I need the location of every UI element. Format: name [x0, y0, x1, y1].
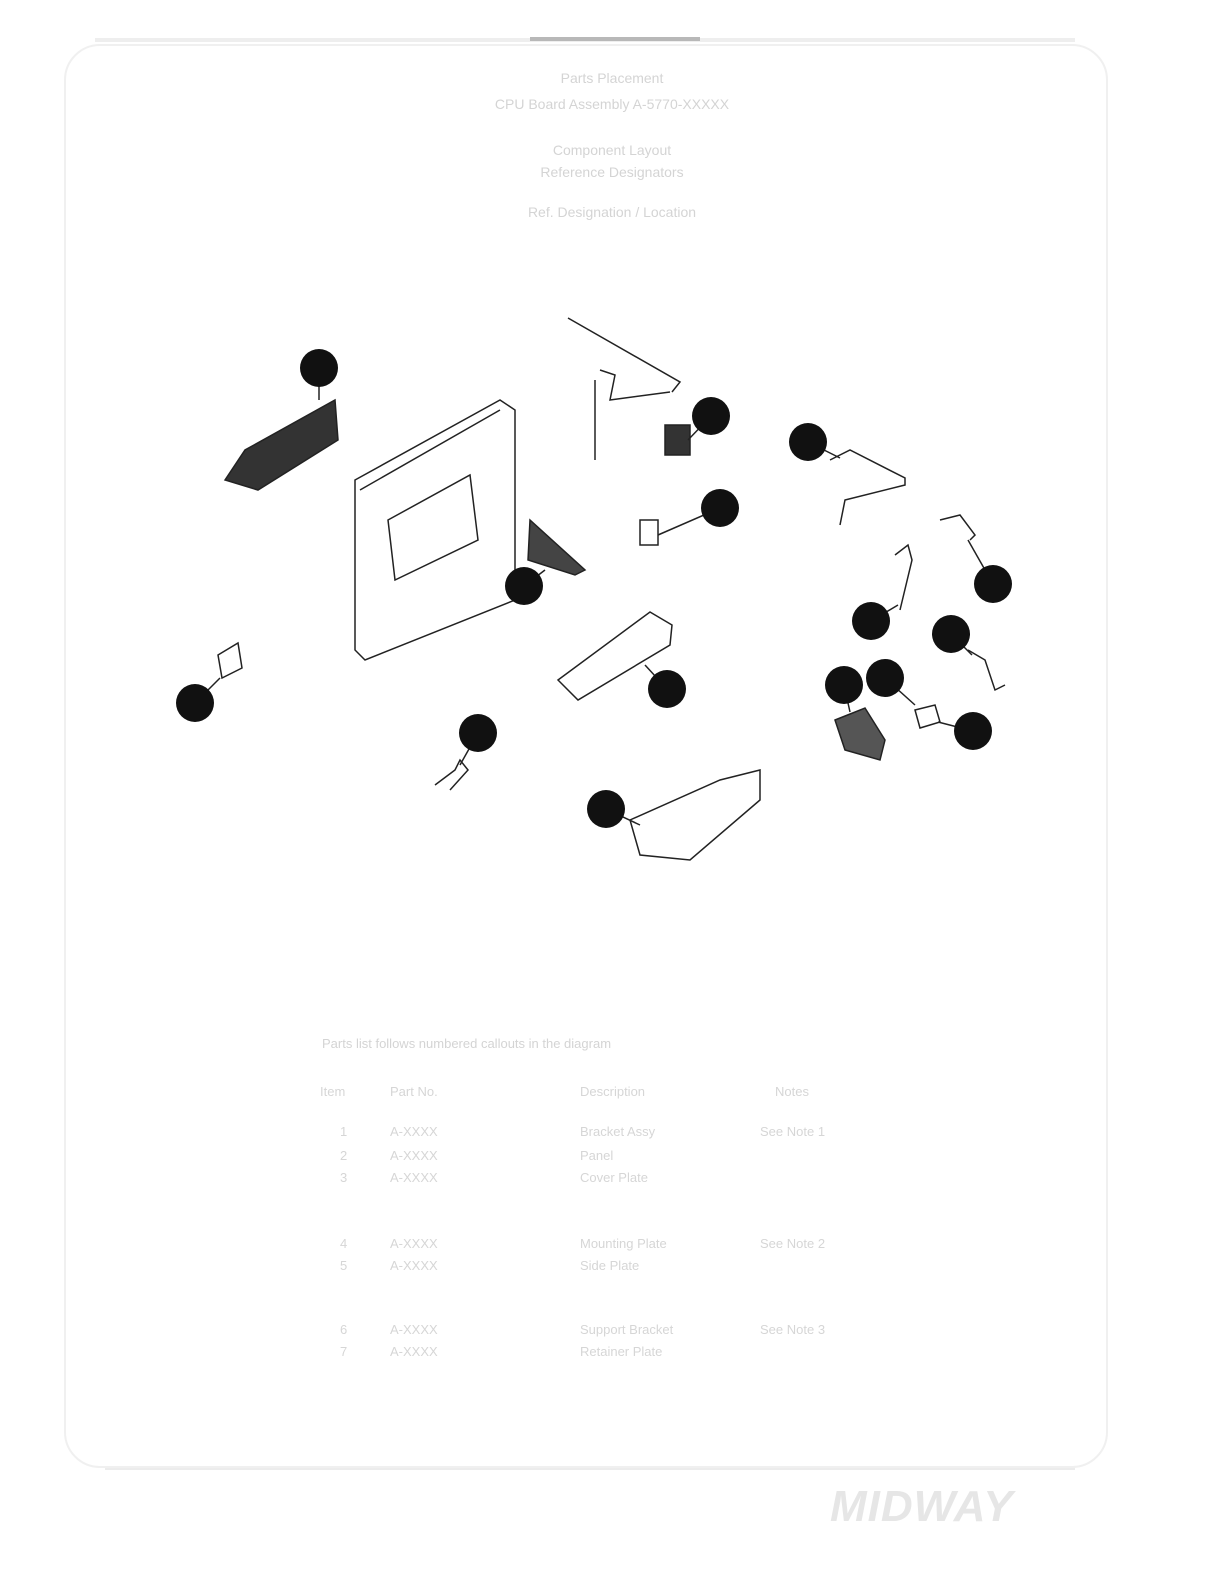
cell: See Note 3 [760, 1322, 826, 1337]
table-caption: Parts list follows numbered callouts in … [322, 1036, 612, 1051]
cell: A-XXXX [390, 1258, 438, 1273]
cell: Panel [580, 1148, 614, 1163]
callout-marker [974, 565, 1012, 603]
callout-marker [866, 659, 904, 697]
cell: 5 [340, 1258, 348, 1273]
cell: 4 [340, 1236, 348, 1251]
scan-artifact [105, 1466, 1075, 1470]
doc-line: Component Layout [552, 142, 672, 158]
callout-marker [789, 423, 827, 461]
cell: 6 [340, 1322, 348, 1337]
page-frame [64, 44, 1108, 1468]
callout-marker [176, 684, 214, 722]
midway-logo: MIDWAY [830, 1482, 1014, 1531]
callout-marker [587, 790, 625, 828]
header-cell: Description [580, 1084, 646, 1099]
cell: A-XXXX [390, 1148, 438, 1163]
callout-marker [954, 712, 992, 750]
cell: 1 [340, 1124, 348, 1139]
scan-artifact [530, 37, 700, 41]
cell: A-XXXX [390, 1170, 438, 1185]
callout-marker [692, 397, 730, 435]
part-plate-top [567, 317, 682, 460]
cell: A-XXXX [390, 1236, 438, 1251]
cell: Retainer Plate [580, 1344, 663, 1359]
cell: Side Plate [580, 1258, 640, 1273]
header-cell: Notes [775, 1084, 809, 1099]
cell: 7 [340, 1344, 348, 1359]
header-cell: Part No. [390, 1084, 438, 1099]
callout-marker [300, 349, 338, 387]
doc-line: Ref. Designation / Location [527, 204, 697, 220]
doc-title: Parts Placement [560, 70, 664, 86]
cell: A-XXXX [390, 1322, 438, 1337]
cell: See Note 2 [760, 1236, 826, 1251]
cell: Support Bracket [580, 1322, 674, 1337]
callout-marker [505, 567, 543, 605]
cell: 2 [340, 1148, 348, 1163]
cell: A-XXXX [390, 1124, 438, 1139]
doc-line: Reference Designators [540, 164, 684, 180]
cell: A-XXXX [390, 1344, 438, 1359]
doc-subtitle: CPU Board Assembly A-5770-XXXXX [494, 96, 730, 112]
cell: Cover Plate [580, 1170, 648, 1185]
cell: 3 [340, 1170, 348, 1185]
callout-marker [852, 602, 890, 640]
cell: See Note 1 [760, 1124, 826, 1139]
callout-marker [648, 670, 686, 708]
cell: Bracket Assy [580, 1124, 656, 1139]
callouts [176, 349, 1012, 828]
callout-marker [459, 714, 497, 752]
cell: Mounting Plate [580, 1236, 667, 1251]
callout-marker [825, 666, 863, 704]
callout-marker [932, 615, 970, 653]
callout-marker [701, 489, 739, 527]
header-cell: Item [320, 1084, 346, 1099]
